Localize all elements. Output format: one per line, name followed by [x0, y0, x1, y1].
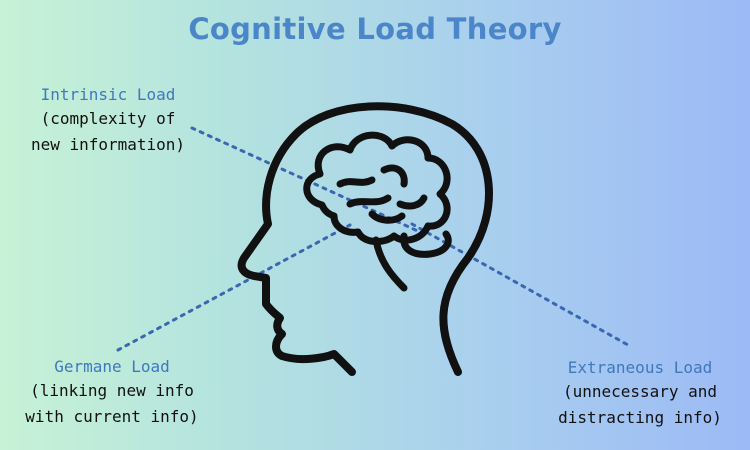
- connector-extraneous: [410, 222, 630, 347]
- extraneous-load-desc-2: distracting info): [558, 408, 722, 427]
- label-extraneous-load: Extraneous Load (unnecessary and distrac…: [540, 357, 740, 431]
- germane-load-desc-1: (linking new info: [30, 381, 194, 400]
- connector-germane: [116, 223, 352, 352]
- germane-load-desc-2: with current info): [25, 407, 199, 426]
- extraneous-load-desc-1: (unnecessary and: [562, 382, 718, 401]
- intrinsic-load-desc-2: new information): [30, 135, 186, 154]
- label-germane-load: Germane Load (linking new info with curr…: [22, 356, 202, 430]
- head-outline-icon: [237, 102, 493, 376]
- label-intrinsic-load: Intrinsic Load (complexity of new inform…: [18, 84, 198, 158]
- intrinsic-load-name: Intrinsic Load: [40, 85, 176, 104]
- germane-load-name: Germane Load: [54, 357, 170, 376]
- intrinsic-load-desc-1: (complexity of: [40, 109, 176, 128]
- brain-icon: [303, 131, 452, 292]
- diagram-title: Cognitive Load Theory: [188, 12, 562, 46]
- extraneous-load-name: Extraneous Load: [567, 358, 713, 377]
